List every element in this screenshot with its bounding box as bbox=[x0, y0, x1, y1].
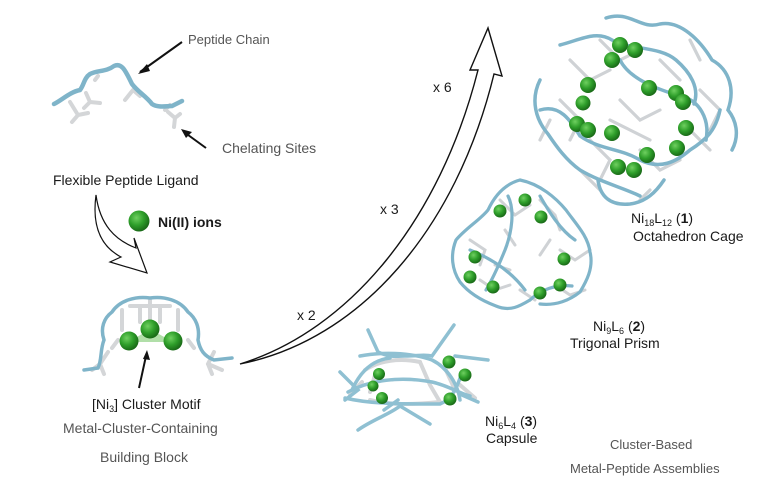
trigonal-prism-structure bbox=[450, 178, 593, 311]
peptide-chain bbox=[51, 62, 185, 109]
assembly-curved-arrow bbox=[94, 194, 148, 274]
multiplier-x2: x 2 bbox=[297, 307, 316, 323]
ni-ion bbox=[140, 319, 160, 339]
assembly-1-name: Octahedron Cage bbox=[633, 228, 744, 244]
building-block-line1: Metal-Cluster-Containing bbox=[63, 420, 218, 436]
cluster-motif-arrow bbox=[138, 355, 147, 389]
chelating-sites-label: Chelating Sites bbox=[222, 140, 317, 156]
cluster-motif-label: [Ni3] Cluster Motif bbox=[92, 396, 201, 414]
assembly-3-name: Capsule bbox=[486, 430, 538, 446]
ni-ions-label: Ni(II) ions bbox=[158, 214, 222, 230]
capsule-structure bbox=[338, 323, 490, 432]
octahedron-cage-structure bbox=[533, 14, 739, 206]
assembly-1-formula: Ni18L12 (1) bbox=[630, 210, 694, 228]
footer-line1: Cluster-Based bbox=[610, 437, 693, 452]
ni-ions bbox=[463, 193, 571, 300]
multiplier-x3: x 3 bbox=[380, 201, 399, 217]
ni-ion bbox=[163, 331, 183, 351]
peptide-chain-label: Peptide Chain bbox=[188, 32, 270, 47]
growth-arrow bbox=[239, 25, 504, 365]
ni-ion bbox=[119, 331, 139, 351]
ni-ions bbox=[367, 355, 472, 406]
building-block-line2: Building Block bbox=[100, 449, 188, 465]
multiplier-x6: x 6 bbox=[433, 79, 452, 95]
peptide-chain bbox=[82, 295, 234, 372]
ligand-title: Flexible Peptide Ligand bbox=[53, 172, 199, 188]
assembly-3-formula: Ni6L4 (3) bbox=[485, 413, 538, 431]
flexible-peptide-ligand bbox=[51, 41, 207, 149]
assembly-2-formula: Ni9L6 (2) bbox=[593, 318, 646, 336]
ni-ion-icon bbox=[128, 210, 150, 232]
ni-ions bbox=[569, 37, 694, 178]
chelating-sites bbox=[68, 74, 182, 129]
building-block-structure bbox=[82, 295, 234, 389]
footer-line2: Metal-Peptide Assemblies bbox=[570, 461, 720, 476]
assembly-2-name: Trigonal Prism bbox=[570, 335, 660, 351]
